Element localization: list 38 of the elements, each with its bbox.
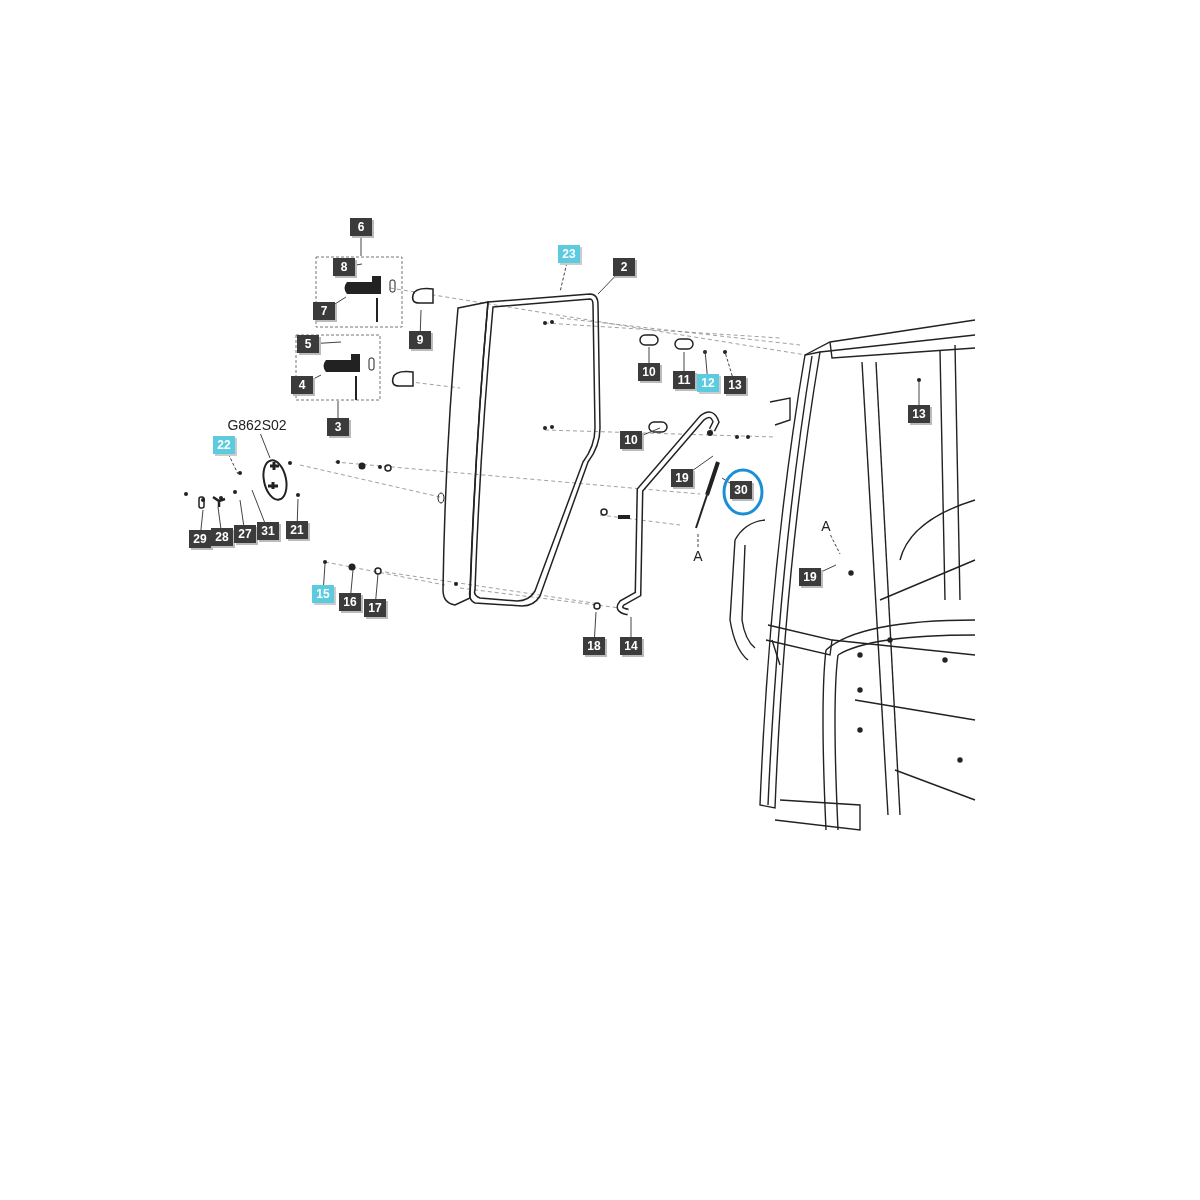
callout-number: 6 [350,218,372,236]
leader-line [312,374,322,380]
leader-line [721,477,731,484]
leader-line [360,235,362,257]
leader-line [419,309,422,332]
leader-line [296,498,299,522]
leader-line [704,349,708,375]
leader-line [641,427,661,436]
leader-line [594,611,597,638]
callout-number: 23 [558,245,580,263]
leader-line [354,263,363,266]
leader-line [227,453,239,475]
leader-line [323,563,326,586]
leader-line [200,509,204,531]
leader-line [559,262,568,293]
leader-line [830,534,841,555]
leader-line [350,569,354,594]
reference-label: G862S02 [225,416,289,434]
connection-label: A [815,517,837,535]
connection-label: A [687,547,709,565]
leader-line [217,506,222,529]
leader-line [597,275,616,295]
leader-line [239,499,245,526]
cab-door-exploded-drawing [184,256,976,831]
leader-line [334,296,347,305]
leader-line [724,351,733,377]
leader-line [251,489,265,523]
leader-line [697,531,699,548]
leader-line [318,341,342,344]
leader-line [820,564,837,573]
leader-line [692,455,714,471]
leader-line [683,351,685,372]
leader-line [375,573,379,600]
leader-line [918,381,920,406]
leader-line [648,346,650,364]
leader-line [630,616,632,638]
leader-line [337,400,339,419]
leader-line [260,433,271,459]
